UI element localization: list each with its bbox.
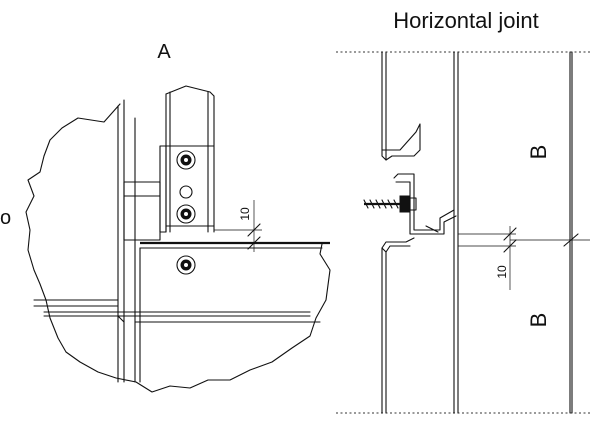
dimension-label-joint: 10 <box>495 265 509 279</box>
dimension-10-joint <box>458 226 517 290</box>
frame-verticals <box>117 91 215 383</box>
horizontal-joint-title: Horizontal joint <box>393 8 539 33</box>
bolt-icon <box>176 255 196 275</box>
side-plate <box>123 181 161 241</box>
detail-a-label: A <box>157 41 171 63</box>
bolt-icon <box>176 150 196 170</box>
screw-icon <box>363 195 417 213</box>
break-outline-top <box>165 85 215 97</box>
angle-cleat <box>159 145 167 233</box>
bolt-icon <box>176 204 196 224</box>
dimension-label-a: 10 <box>238 207 252 221</box>
upper-panel-profile <box>381 51 421 161</box>
lower-panel <box>33 241 330 383</box>
lower-panel-profile <box>381 237 415 414</box>
detail-a: 10 A o <box>0 41 331 393</box>
label-b-upper: B <box>526 145 551 160</box>
horizontal-joint: Horizontal joint <box>336 8 590 414</box>
side-label: o <box>0 207 11 229</box>
z-bracket <box>393 173 455 231</box>
slot-hole-icon <box>179 185 193 199</box>
dimension-tick-b <box>563 233 579 247</box>
label-b-lower: B <box>526 313 551 328</box>
dimension-10-a <box>214 200 262 252</box>
break-outline <box>25 103 331 393</box>
